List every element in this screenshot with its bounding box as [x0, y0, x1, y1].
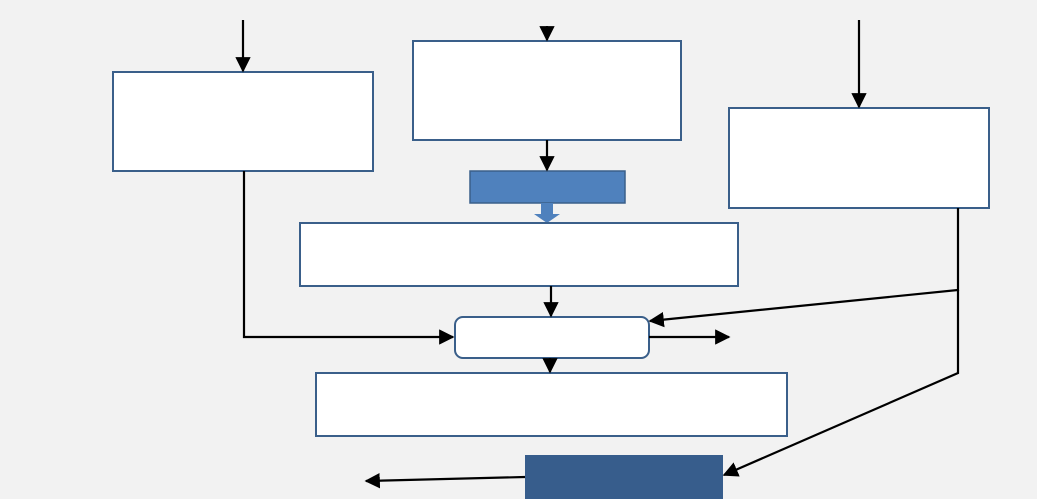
accent-bar — [469, 170, 626, 204]
top-right-box — [728, 107, 990, 209]
lower-wide-box — [315, 372, 788, 437]
top-center-box — [412, 40, 682, 141]
center-rounded-box — [454, 316, 650, 359]
output-arrow-bottom-left — [364, 472, 526, 489]
connector-right-to-bottom-box — [722, 290, 960, 477]
bottom-dark-box — [525, 455, 723, 499]
middle-wide-box — [299, 222, 739, 287]
top-left-box — [112, 71, 374, 172]
connector-left-to-rounded — [242, 171, 455, 345]
accent-down-arrow — [534, 203, 560, 223]
